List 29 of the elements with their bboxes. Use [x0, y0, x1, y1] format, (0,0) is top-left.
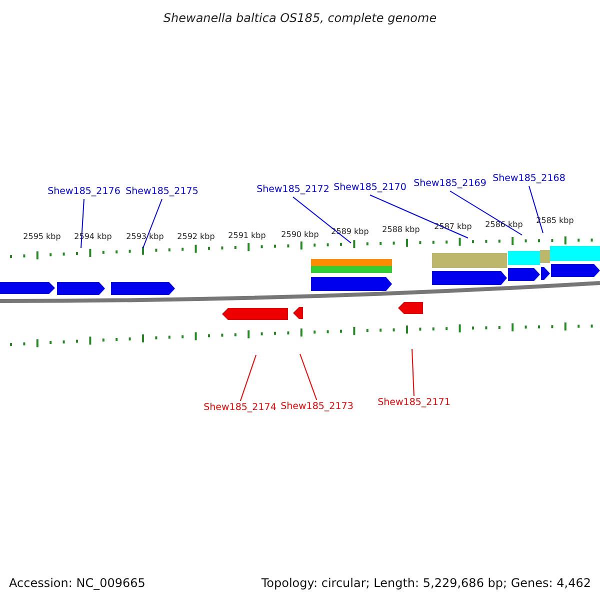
scale-tick-label: 2590 kbp — [281, 229, 319, 241]
scale-tick-label: 2591 kbp — [228, 230, 266, 242]
gene-label: Shew185_2174 — [204, 401, 276, 414]
leader-line — [412, 348, 414, 398]
scale-ruler — [10, 322, 593, 348]
scale-tick-label: 2593 kbp — [126, 231, 164, 243]
gene-label: Shew185_2168 — [492, 172, 566, 185]
leader-line — [292, 196, 352, 244]
scale-tick-label: 2588 kbp — [382, 224, 420, 236]
leader-line — [370, 194, 468, 238]
gene-label: Shew185_2173 — [280, 400, 354, 413]
leader-line — [142, 198, 162, 248]
gene-label: Shew185_2175 — [126, 185, 198, 198]
leader-line — [450, 190, 522, 236]
gene-label: Shew185_2169 — [414, 177, 486, 190]
leader-line — [528, 186, 544, 234]
scale-tick-label: 2586 kbp — [485, 219, 523, 231]
scale-tick-label: 2595 kbp — [23, 231, 61, 243]
gene-label: Shew185_2172 — [256, 183, 330, 196]
leader-line — [300, 354, 318, 402]
leader-line — [240, 354, 256, 402]
gene-label: Shew185_2171 — [378, 396, 450, 409]
genome-summary-note: Topology: circular; Length: 5,229,686 bp; Genes: 4,462 — [261, 575, 591, 592]
scale-tick-label: 2592 kbp — [177, 231, 215, 243]
gene-label: Shew185_2176 — [48, 185, 120, 198]
accession-note: Accession: NC_009665 — [9, 575, 146, 592]
gene-label: Shew185_2170 — [334, 181, 406, 194]
title: Shewanella baltica OS185, complete genome — [162, 10, 438, 27]
leader-line — [80, 198, 84, 248]
